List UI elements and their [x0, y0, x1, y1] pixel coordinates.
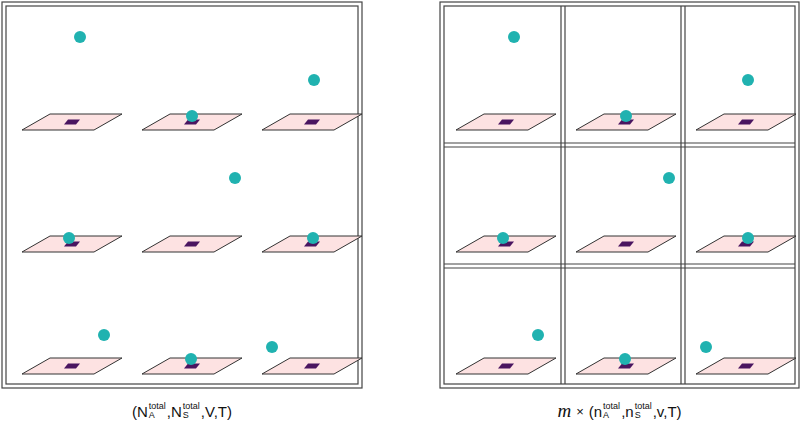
superscript: total: [149, 402, 166, 411]
system-box: [2, 2, 362, 388]
caption-text: (n: [589, 403, 602, 420]
subscript: S: [183, 411, 200, 420]
caption-text: ,V,T): [201, 403, 232, 420]
caption-text: ,v,T): [653, 403, 682, 420]
particles: [497, 31, 754, 365]
state-caption: m×(ntotalA,ntotalS,v,T): [440, 396, 799, 426]
index-stack: totalS: [183, 402, 200, 421]
superscript: total: [603, 402, 620, 411]
caption-text: m: [557, 400, 571, 422]
subsystem-grid: [440, 2, 799, 388]
index-stack: totalA: [149, 402, 166, 421]
caption-text: ,N: [167, 403, 182, 420]
subscript: A: [603, 411, 620, 420]
state-caption: (NtotalA,NtotalS,V,T): [2, 396, 362, 426]
adsorption-sites: [456, 114, 796, 374]
index-stack: totalA: [603, 402, 620, 421]
caption-text: ×: [576, 404, 584, 419]
index-stack: totalS: [635, 402, 652, 421]
subscript: S: [635, 411, 652, 420]
caption-text: ,n: [621, 403, 634, 420]
superscript: total: [183, 402, 200, 411]
subscript: A: [149, 411, 166, 420]
caption-text: (N: [132, 403, 148, 420]
superscript: total: [635, 402, 652, 411]
adsorption-sites: [22, 114, 362, 374]
particles: [63, 31, 320, 365]
